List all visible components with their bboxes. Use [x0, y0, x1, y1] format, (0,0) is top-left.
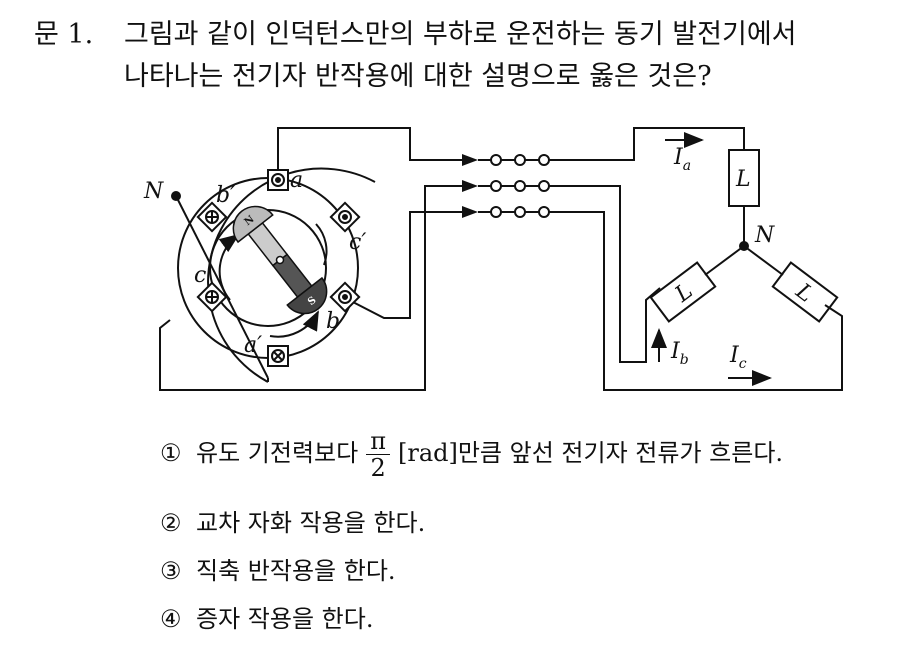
label-coil-a: a [290, 168, 303, 193]
label-coil-c: c [194, 263, 206, 288]
fraction-numerator: π [366, 428, 390, 455]
label-coil-a-prime: a′ [244, 333, 262, 358]
label-coil-c-prime: c′ [349, 230, 366, 255]
terminal [514, 154, 526, 166]
coil-slot-b-prime [196, 201, 228, 233]
arrowhead-a [462, 154, 478, 166]
label-coil-b: b [326, 309, 340, 334]
fraction-denominator: 2 [370, 454, 386, 482]
option-1-text-before: 유도 기전력보다 [196, 439, 359, 467]
load-inductor-b [649, 261, 717, 323]
option-3-text: 직축 반작용을 한다. [196, 557, 396, 585]
label-current-a: Ia [673, 145, 691, 174]
question-line-1: 문 1. 그림과 같이 인덕턴스만의 부하로 운전하는 동기 발전기에서 [34, 14, 797, 56]
label-coil-b-prime: b′ [216, 183, 235, 208]
load-inductor-c [771, 261, 839, 323]
option-4-text: 증자 작용을 한다. [196, 605, 374, 633]
option-1-mark: ① [160, 439, 182, 467]
option-1-text-after: [rad]만큼 앞선 전기자 전류가 흐른다. [397, 439, 784, 467]
coil-slot-c [196, 281, 228, 313]
terminal [538, 180, 550, 192]
option-4-mark: ④ [160, 605, 182, 633]
question-number: 문 1. [34, 19, 94, 50]
option-2[interactable]: ② 교차 자화 작용을 한다. [160, 503, 425, 538]
rotation-arrow-left [218, 233, 240, 301]
coil-slot-a-prime [267, 345, 289, 367]
wire-phase-b [348, 211, 462, 319]
terminal [514, 206, 526, 218]
option-2-mark: ② [160, 509, 182, 537]
terminal [538, 206, 550, 218]
label-current-b: Ib [670, 339, 689, 368]
wire-load-c [555, 211, 843, 391]
rotor-magnet: N S [232, 205, 328, 315]
generator-neutral-dot [171, 191, 181, 201]
wire-neutral-to-c [743, 245, 784, 276]
question-line1-text: 그림과 같이 인덕턴스만의 부하로 운전하는 동기 발전기에서 [124, 19, 797, 50]
coil-slot-a [267, 169, 289, 191]
label-current-c: Ic [729, 343, 747, 372]
wire-phase-a [277, 127, 462, 178]
stator-outer-ring [207, 167, 376, 383]
wire-load-b [555, 185, 661, 363]
coil-slot-c-prime [329, 201, 361, 233]
label-load-neutral: N [754, 223, 775, 248]
wire-neutral-loop [175, 195, 269, 379]
arrowhead-c [462, 206, 478, 218]
wire-phase-c [159, 185, 462, 391]
option-2-text: 교차 자화 작용을 한다. [196, 509, 426, 537]
terminal [490, 180, 502, 192]
question-line-2: 나타나는 전기자 반작용에 대한 설명으로 옳은 것은? [124, 61, 712, 92]
rotation-arrow-right [315, 223, 328, 266]
terminal [490, 154, 502, 166]
arrowhead-b [462, 180, 478, 192]
wire-load-a [555, 127, 745, 161]
terminal [514, 180, 526, 192]
terminal [490, 206, 502, 218]
wire-neutral-to-b [704, 245, 745, 276]
rotation-arrow-bottom [269, 310, 319, 338]
load-neutral-dot [739, 241, 749, 251]
label-load-a: L [735, 167, 751, 192]
terminal [538, 154, 550, 166]
option-3-mark: ③ [160, 557, 182, 585]
option-3[interactable]: ③ 직축 반작용을 한다. [160, 551, 396, 586]
option-4[interactable]: ④ 증자 작용을 한다. [160, 599, 373, 634]
question-text: 문 1. 그림과 같이 인덕턴스만의 부하로 운전하는 동기 발전기에서 나타나는… [34, 14, 797, 98]
label-generator-neutral: N [143, 179, 164, 204]
coil-slot-b [329, 281, 361, 313]
